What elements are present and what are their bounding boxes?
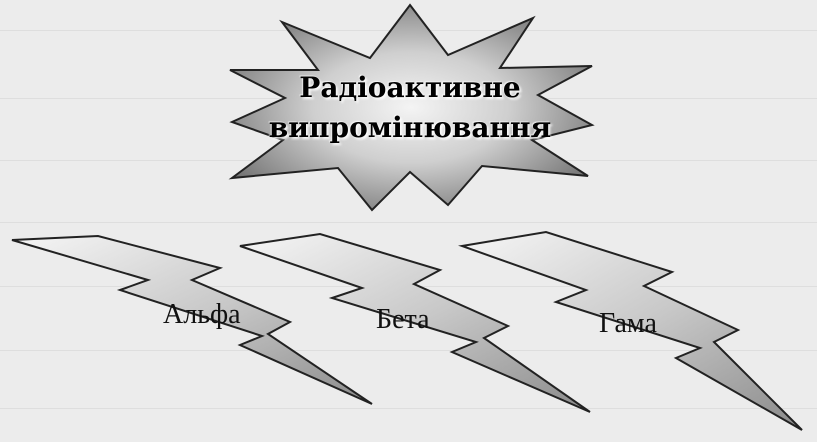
bolt-shape-alpha (11, 234, 373, 405)
central-node-label: Радіоактивне випромінювання (250, 68, 570, 148)
branch-label-beta: Бета (376, 304, 430, 335)
central-node-label-line1: Радіоактивне (299, 71, 521, 104)
bolt-shape-gamma (458, 230, 803, 431)
central-star-shape (228, 3, 595, 212)
central-node-label-line2: випромінювання (268, 111, 552, 144)
branch-label-gamma: Гама (599, 308, 657, 339)
bolt-shape-beta (239, 232, 591, 413)
branch-label-alpha: Альфа (163, 299, 241, 330)
background-line (0, 350, 817, 351)
background-line (0, 408, 817, 409)
background-line (0, 222, 817, 223)
